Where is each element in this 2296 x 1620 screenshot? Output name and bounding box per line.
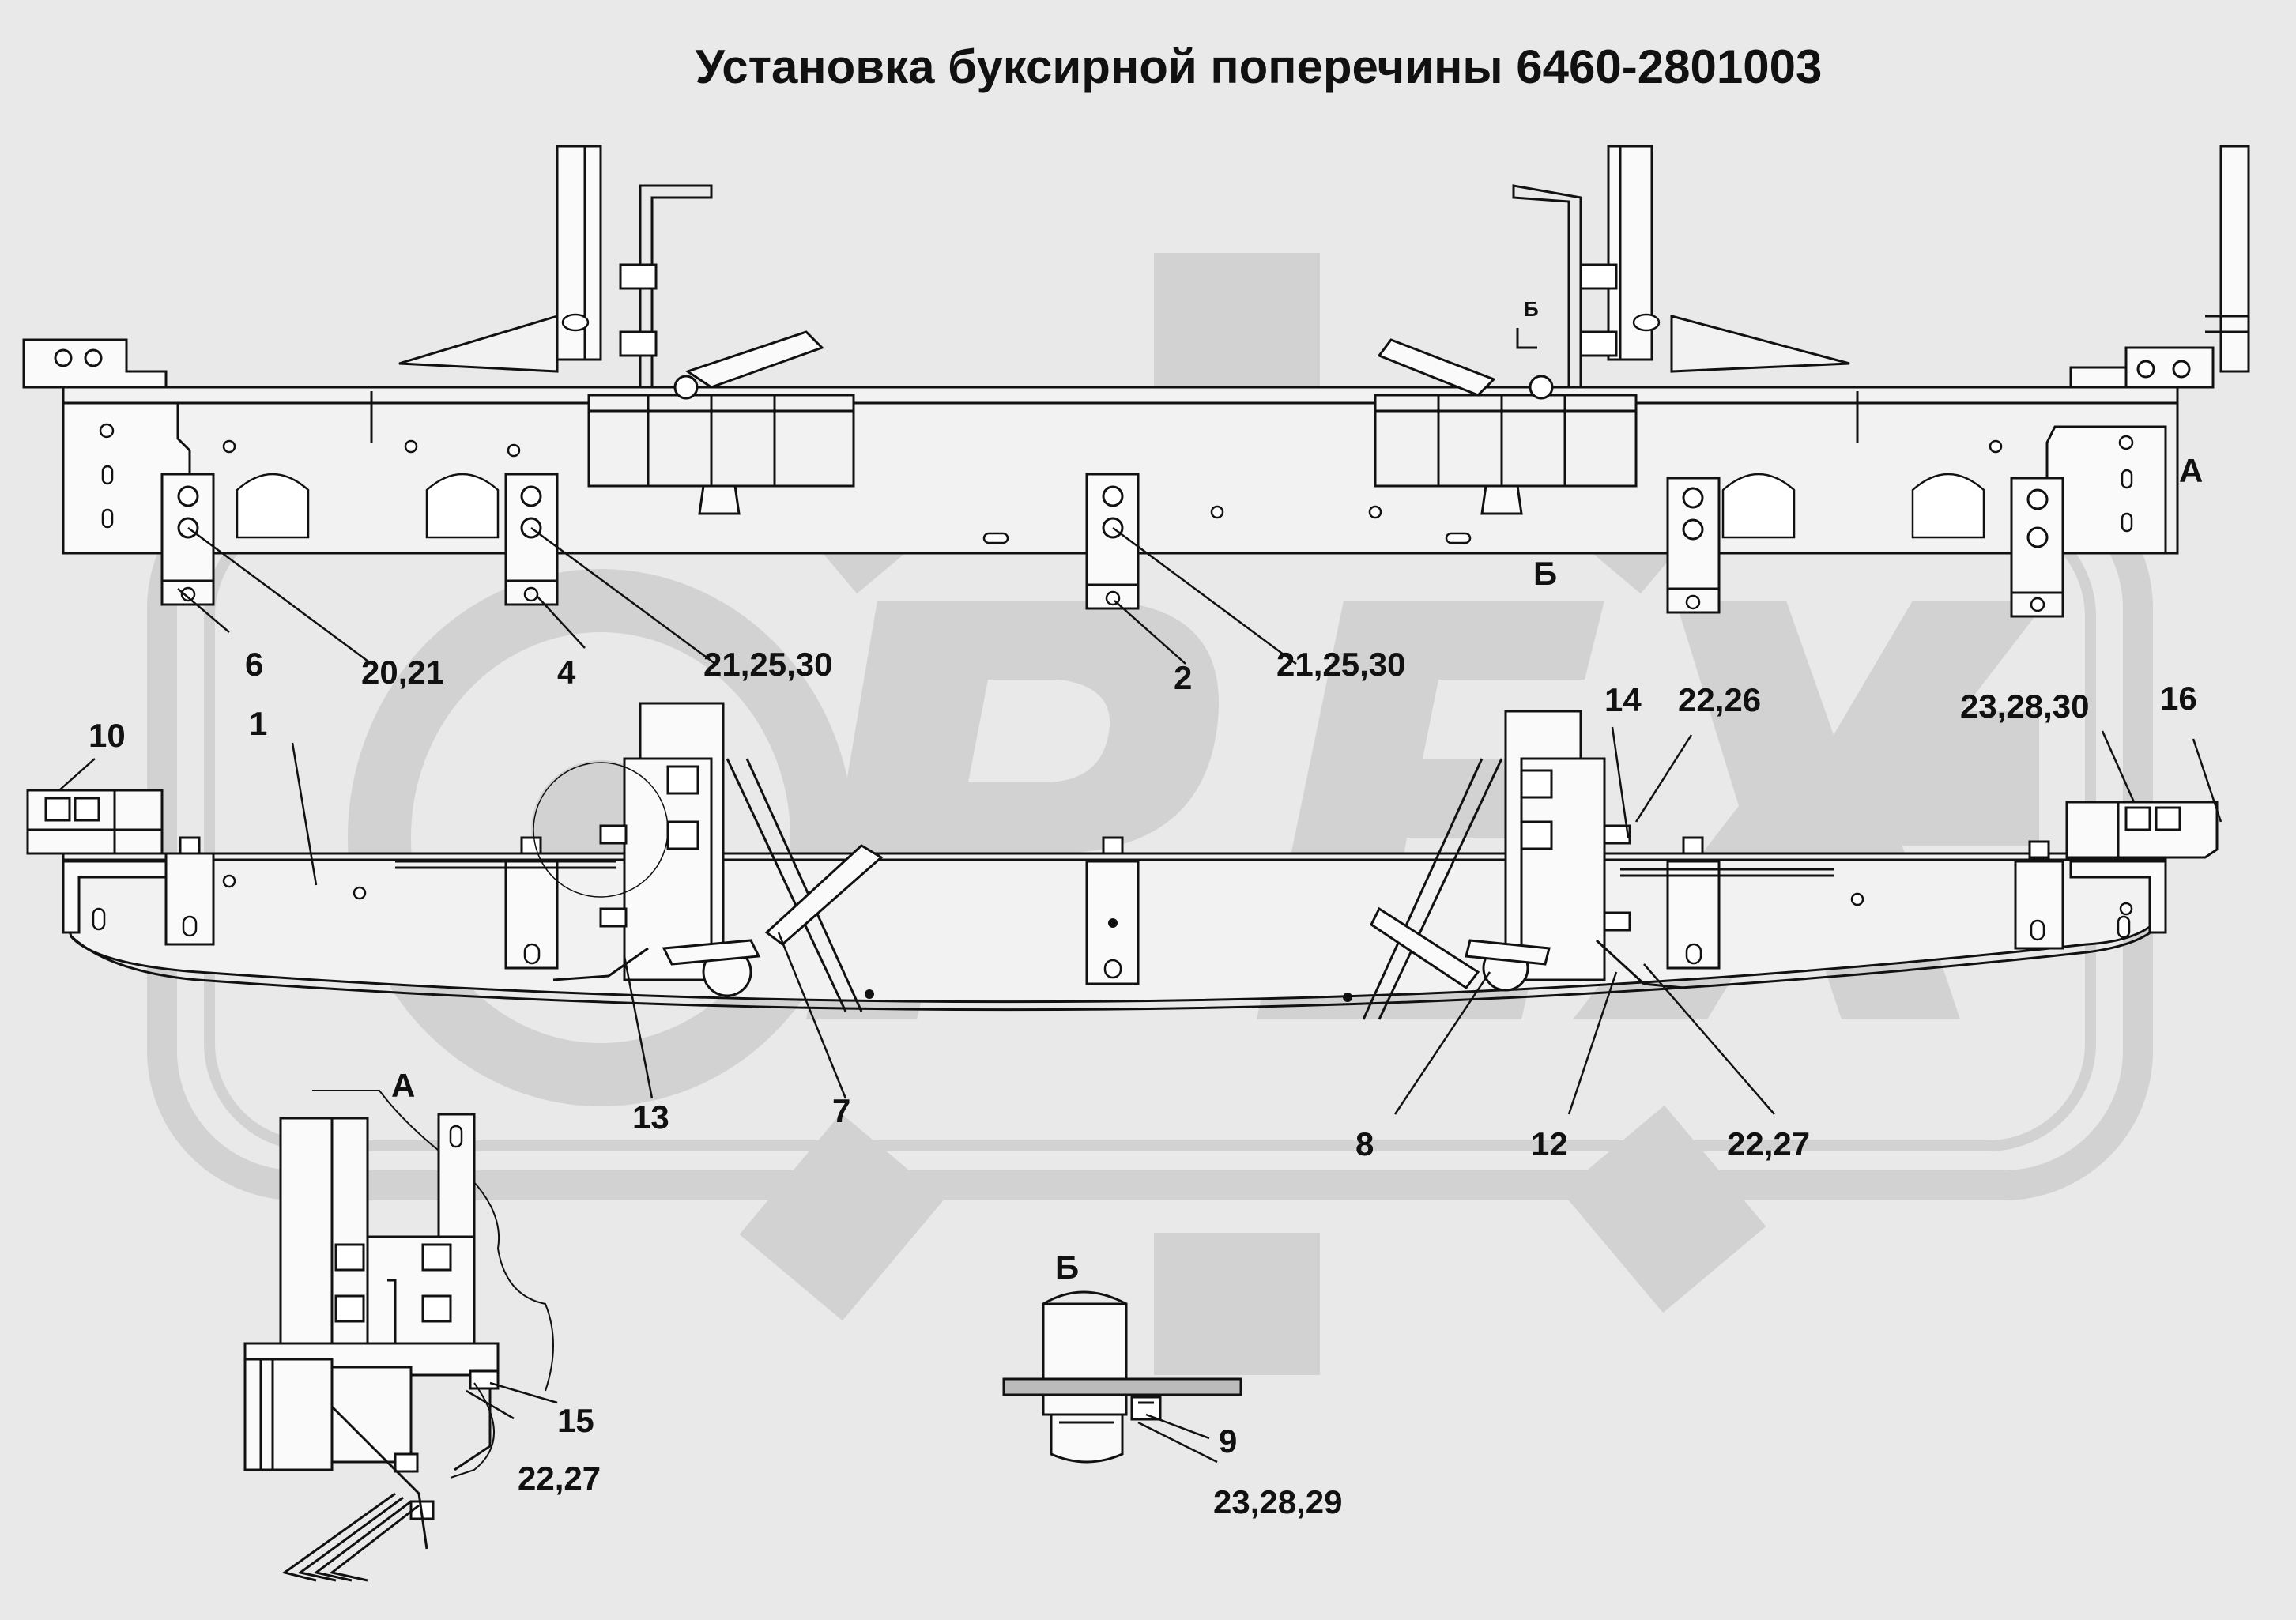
detail-view-b [1002,1290,1242,1464]
callout-22-27-a: 22,27 [1727,1125,1810,1162]
callout-13: 13 [632,1098,669,1136]
view-label-b: Б [1533,555,1557,592]
leader-lines [58,526,2222,1464]
callout-1: 1 [249,705,267,742]
view-label-a: А [2179,452,2203,489]
callout-15: 15 [557,1402,594,1439]
callout-labels: А Б 6 20,21 4 21,25,30 2 21,25,30 14 22,… [89,452,2203,1520]
callout-6: 6 [245,646,263,683]
detail-label-a: А [391,1067,415,1104]
clamps-top [160,473,2064,618]
callout-23-28-30: 23,28,30 [1960,688,2090,725]
callout-9: 9 [1219,1422,1237,1460]
callout-16: 16 [2160,680,2197,717]
callout-20-21: 20,21 [361,654,444,691]
detail-label-b: Б [1055,1249,1079,1286]
page-title: Установка буксирной поперечины 6460-2801… [695,40,1823,93]
callout-7: 7 [832,1092,850,1129]
clamps-front [164,852,2064,985]
callout-21-25-30-a: 21,25,30 [703,646,833,683]
callout-8: 8 [1355,1125,1374,1162]
callout-10: 10 [89,717,126,754]
callout-4: 4 [557,654,576,691]
callout-12: 12 [1531,1125,1568,1162]
beam-holes [99,423,2134,544]
callout-2: 2 [1174,659,1192,696]
callout-22-27-b: 22,27 [518,1460,601,1497]
callout-14: 14 [1604,681,1642,718]
detail-view-a [243,1090,554,1582]
callout-23-28-29: 23,28,29 [1213,1483,1343,1520]
callout-21-25-30-b: 21,25,30 [1276,646,1406,683]
front-view [26,702,2219,1020]
callout-22-26: 22,26 [1678,681,1761,718]
top-view: Б [22,145,2250,618]
section-mark-b: Б [1524,297,1539,321]
